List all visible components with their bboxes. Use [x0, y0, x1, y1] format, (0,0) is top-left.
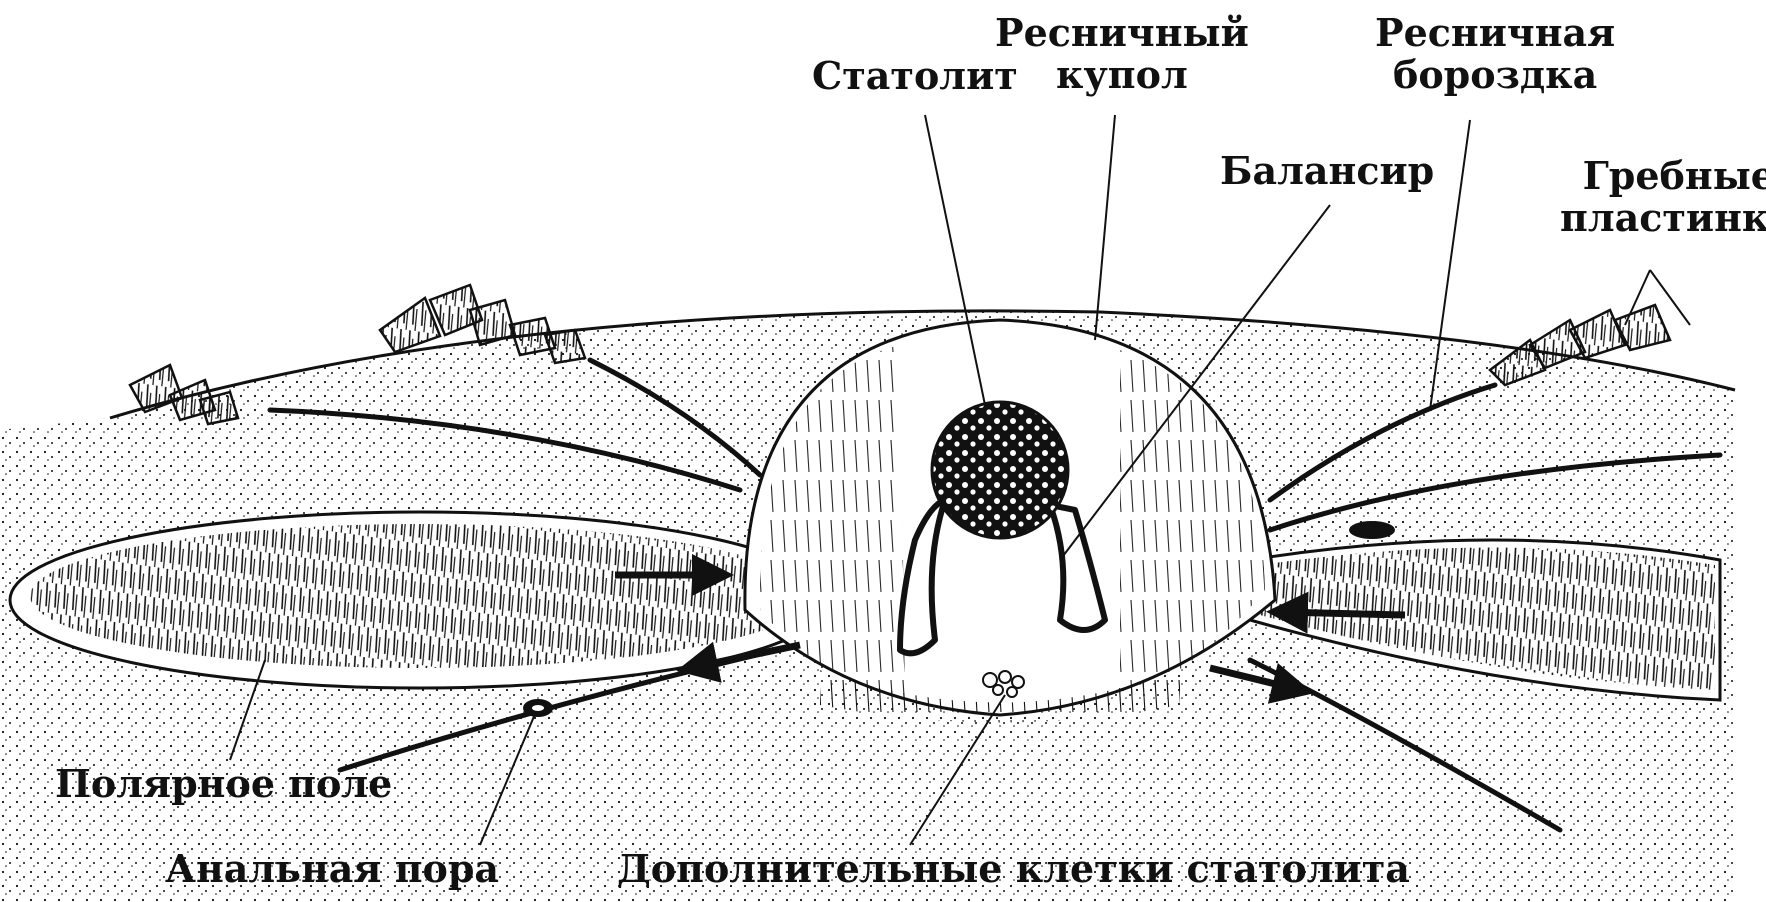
polar-field-label: Полярное поле	[55, 763, 392, 805]
statolith	[932, 402, 1068, 538]
comb-plates-label: Гребные пластинки	[1560, 155, 1766, 239]
statolith-label: Статолит	[812, 55, 1018, 97]
anal-pore-label: Анальная пора	[165, 848, 499, 890]
ciliary-dome-label: Ресничный купол	[995, 12, 1249, 96]
accessory-cells-label: Дополнительные клетки статолита	[617, 848, 1410, 890]
ciliary-groove-label: Ресничная бороздка	[1375, 12, 1615, 96]
balancer-label: Балансир	[1220, 150, 1434, 192]
